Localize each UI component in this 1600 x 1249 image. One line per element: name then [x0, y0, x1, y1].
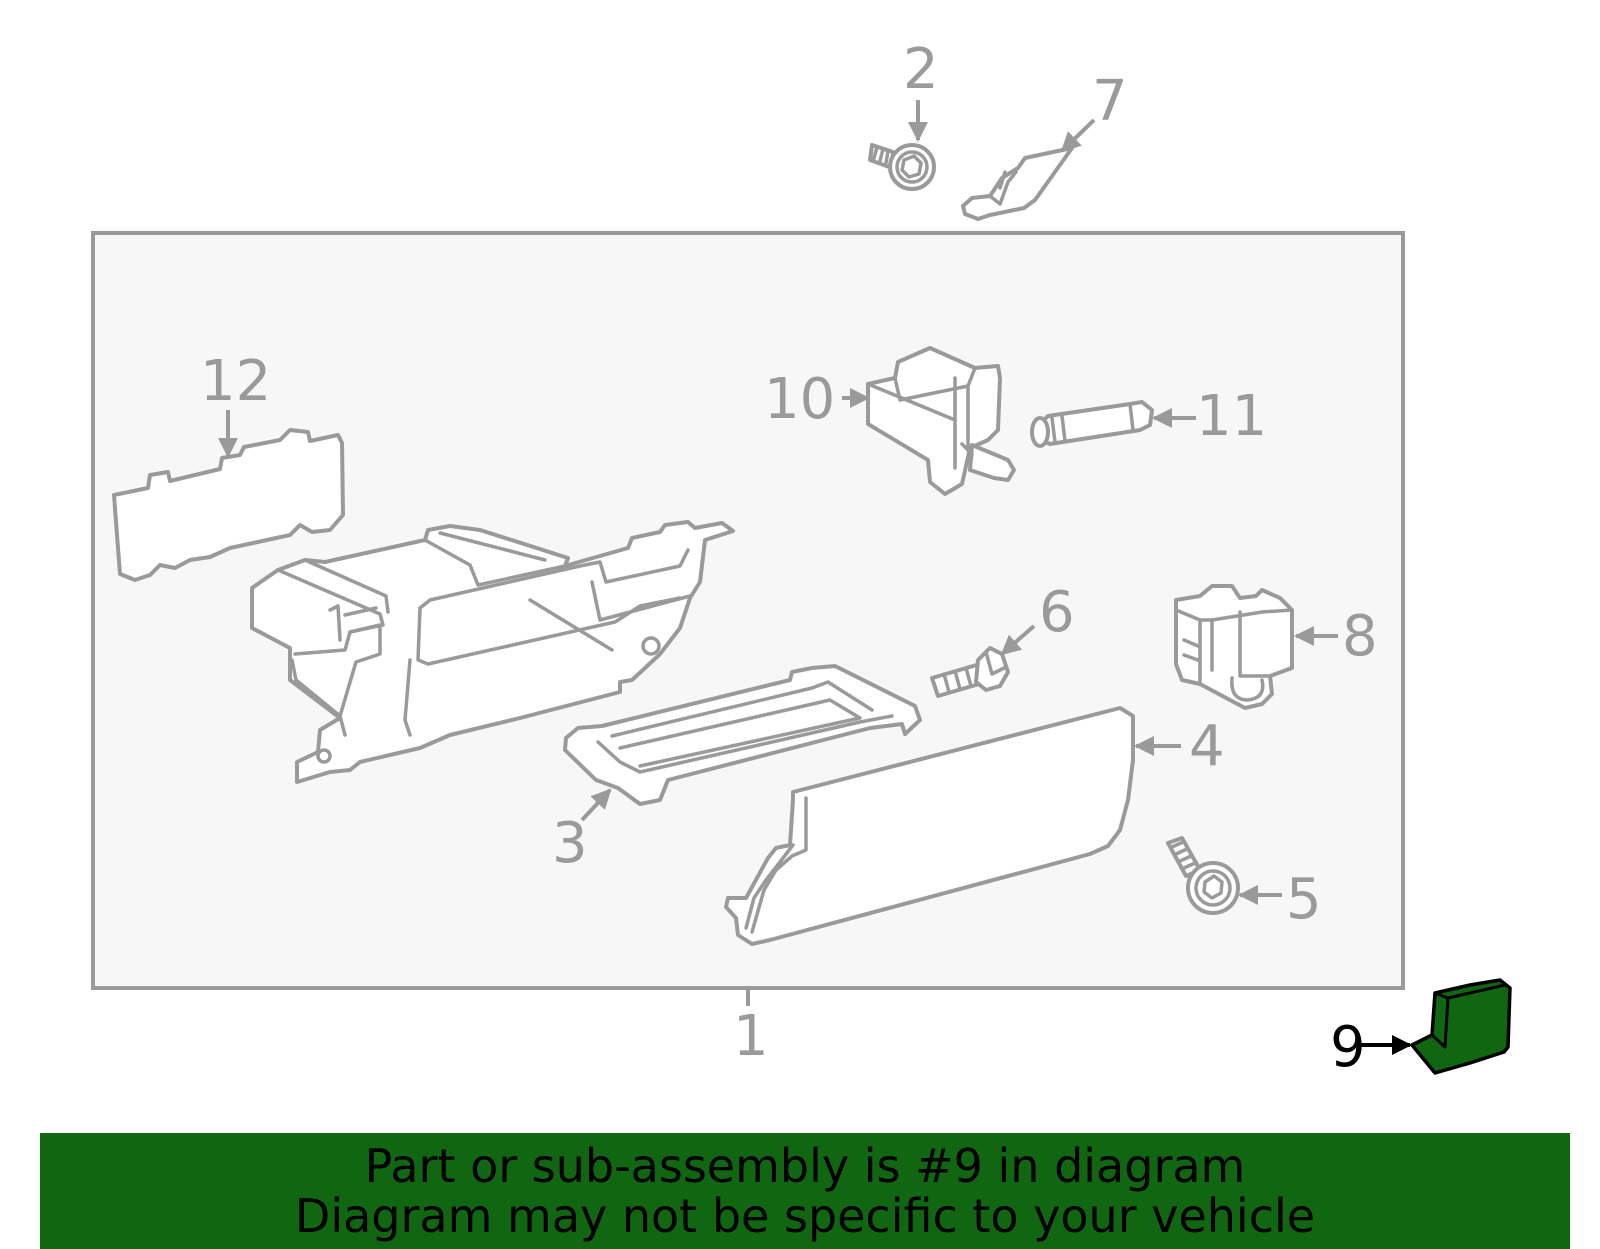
info-banner: Part or sub-assembly is #9 in diagram Di… — [40, 1133, 1570, 1249]
part-7-clip — [961, 146, 1074, 221]
part-8-lock — [1174, 584, 1294, 710]
callout-10: 10 — [764, 367, 835, 432]
callout-2: 2 — [903, 37, 939, 102]
callout-12: 12 — [200, 349, 271, 414]
callout-3: 3 — [552, 811, 588, 876]
part-11-pin — [1030, 400, 1154, 448]
callout-1: 1 — [733, 1004, 769, 1069]
part-5-bolt — [1166, 836, 1240, 915]
callout-11: 11 — [1196, 384, 1267, 449]
callout-9: 9 — [1330, 1015, 1366, 1080]
callout-8: 8 — [1342, 604, 1378, 669]
part-12-liner — [112, 428, 345, 582]
part-4-door — [724, 706, 1135, 946]
callout-4: 4 — [1189, 714, 1225, 779]
callout-7: 7 — [1092, 69, 1128, 134]
callout-6: 6 — [1039, 580, 1075, 645]
glove-box-body — [250, 520, 735, 784]
callout-5: 5 — [1286, 867, 1322, 932]
part-10-damper — [866, 346, 1016, 496]
banner-line-1: Part or sub-assembly is #9 in diagram — [364, 1139, 1246, 1193]
callout-7-leader — [1060, 118, 1096, 153]
callout-6-leader — [1000, 624, 1036, 656]
part-3-door-frame — [563, 664, 922, 806]
part-9-highlighted — [1410, 978, 1512, 1075]
callout-3-leader — [580, 788, 612, 822]
banner-line-2: Diagram may not be specific to your vehi… — [294, 1189, 1316, 1243]
part-6-screw — [930, 646, 1010, 698]
part-2-bolt — [868, 143, 936, 191]
